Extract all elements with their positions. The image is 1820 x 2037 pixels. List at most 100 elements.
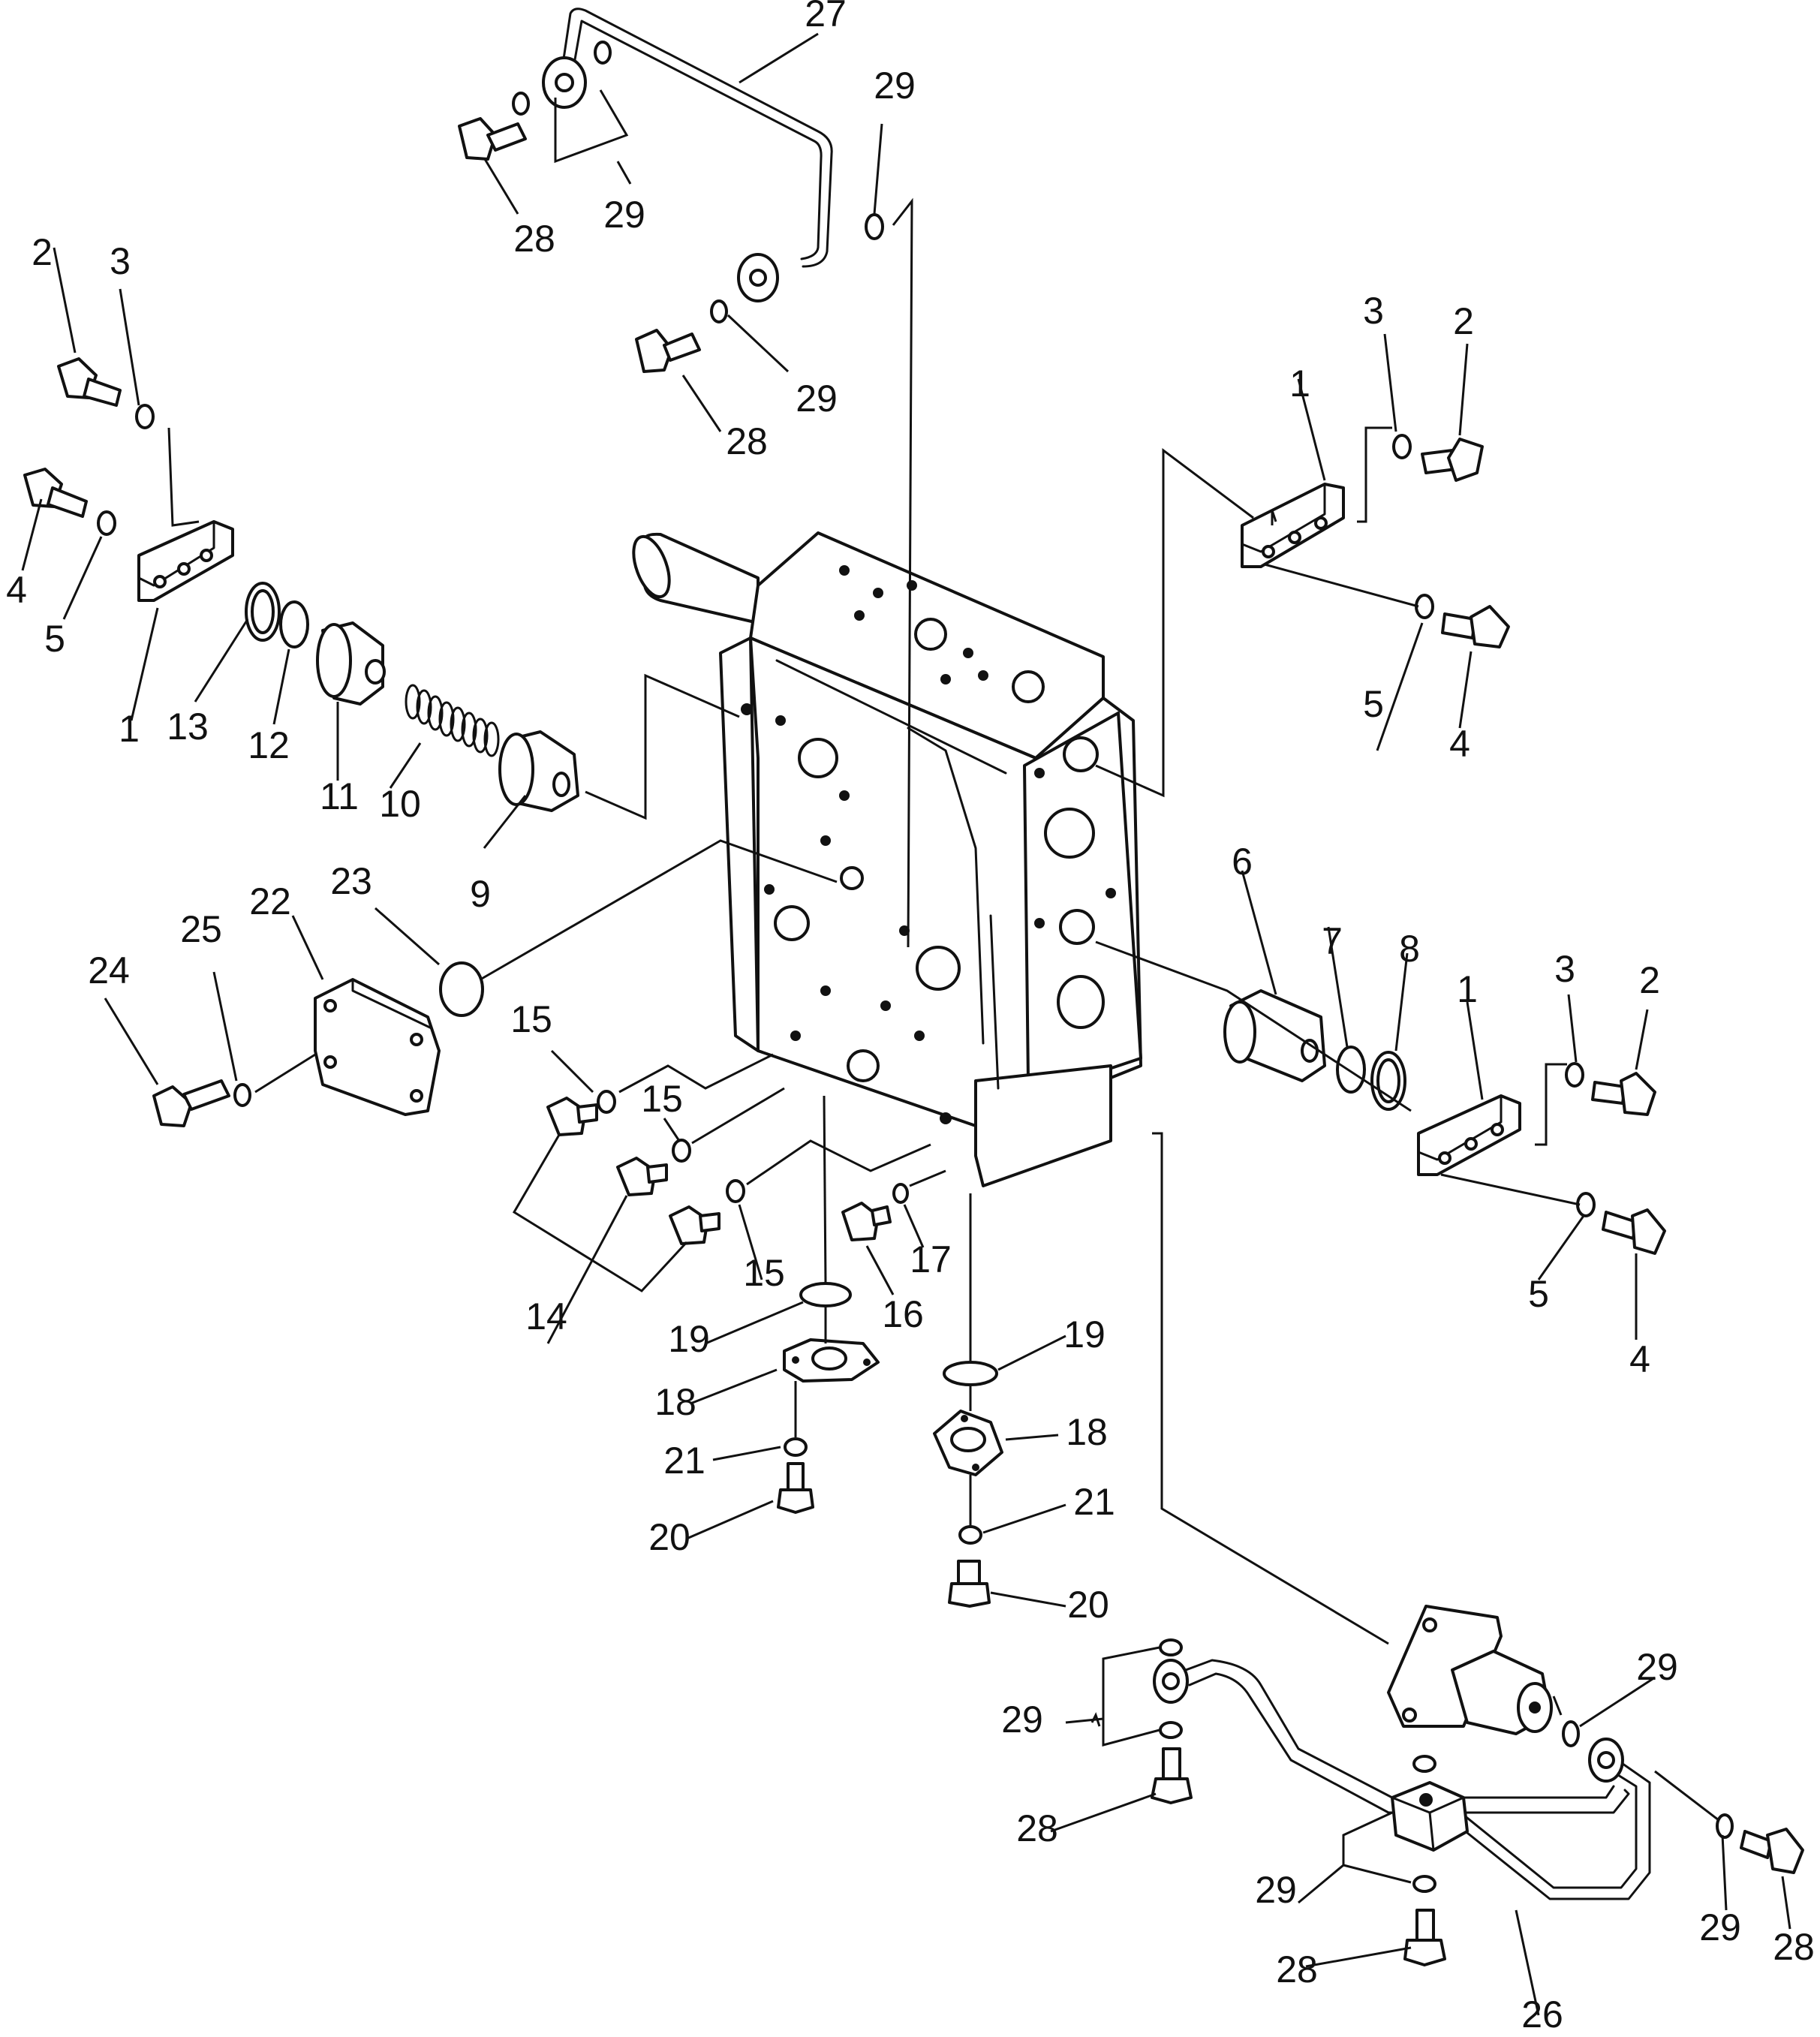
bolt-4-right-upper: [1441, 605, 1510, 648]
callout-18: 18: [654, 1381, 696, 1423]
bolt-28-top: [458, 117, 527, 161]
callout-2: 2: [32, 231, 53, 273]
callout-29: 29: [1001, 1699, 1043, 1741]
callout-19: 19: [668, 1318, 710, 1360]
cover-plate-1-right-upper: [1241, 483, 1345, 568]
callout-26: 26: [1521, 1993, 1563, 2035]
callout-20: 20: [1067, 1584, 1109, 1626]
washer-29-block-bottom: [1412, 1875, 1436, 1893]
callout-28: 28: [513, 218, 555, 260]
bolt-28-right-end: [1740, 1828, 1804, 1874]
washer-25: [233, 1083, 251, 1107]
callout-28: 28: [1773, 1926, 1815, 1968]
washer-29-right-end: [1716, 1813, 1734, 1839]
washer-21b: [958, 1525, 982, 1545]
callout-2: 2: [1453, 300, 1474, 342]
bolt-24: [152, 1079, 230, 1127]
callout-22: 22: [249, 880, 291, 922]
callout-12: 12: [248, 724, 290, 766]
callout-20: 20: [648, 1516, 690, 1558]
callout-18: 18: [1066, 1411, 1108, 1453]
plug-16: [841, 1202, 892, 1241]
bolt-28-left: [1151, 1747, 1193, 1804]
oring-15a: [597, 1090, 616, 1114]
callout-17: 17: [910, 1238, 952, 1280]
oring-19a: [799, 1282, 852, 1307]
callout-1: 1: [119, 708, 140, 750]
callout-29: 29: [1699, 1906, 1741, 1948]
callout-25: 25: [180, 908, 222, 950]
washer-5-right-lower: [1576, 1192, 1596, 1217]
callout-23: 23: [330, 860, 372, 902]
oring-17: [892, 1183, 909, 1204]
callout-27: 27: [805, 0, 847, 35]
washer-29-block-top: [1412, 1755, 1436, 1773]
bolt-2-right-lower: [1591, 1072, 1656, 1116]
ring-13: [245, 582, 281, 642]
callout-29: 29: [603, 194, 645, 236]
washer-29-solenoid: [1562, 1720, 1580, 1747]
washer-29-left-top: [1159, 1638, 1183, 1656]
bolt-2-left: [57, 357, 122, 407]
callout-21: 21: [1073, 1481, 1115, 1523]
valve-body: [632, 531, 1142, 1187]
callout-24: 24: [88, 949, 130, 991]
bolt-20a: [777, 1462, 814, 1514]
plug-14a: [546, 1097, 598, 1136]
callout-2: 2: [1639, 959, 1660, 1001]
ring-8: [1370, 1051, 1406, 1111]
flange-18a: [783, 1338, 880, 1383]
callout-8: 8: [1399, 928, 1420, 970]
junction-block: [1391, 1781, 1469, 1852]
oring-12: [279, 600, 309, 648]
callout-15: 15: [743, 1252, 785, 1294]
bolt-4-left: [23, 468, 88, 518]
cover-22: [314, 978, 441, 1116]
callout-21: 21: [663, 1440, 705, 1482]
pipe-27: [542, 8, 833, 302]
oring-15c: [726, 1179, 745, 1203]
washer-3-left: [135, 404, 155, 429]
callout-4: 4: [6, 569, 27, 611]
bolt-28-block: [1403, 1909, 1446, 1966]
callout-3: 3: [1554, 948, 1575, 990]
callout-4: 4: [1629, 1338, 1650, 1380]
cover-plate-1-left: [137, 520, 234, 602]
spool-9: [498, 730, 579, 812]
callout-9: 9: [470, 873, 491, 915]
piston-6: [1223, 989, 1326, 1082]
callout-3: 3: [110, 240, 131, 282]
callout-5: 5: [44, 618, 65, 660]
callout-15: 15: [510, 998, 552, 1040]
callout-5: 5: [1363, 683, 1384, 725]
bolt-4-right-lower: [1602, 1208, 1666, 1255]
plug-14b: [616, 1157, 668, 1196]
solenoid-valve: [1387, 1605, 1553, 1735]
washer-29-left-bottom: [1159, 1721, 1183, 1739]
oring-23: [439, 961, 484, 1017]
callout-13: 13: [167, 706, 209, 748]
washer-29-top: [512, 92, 530, 116]
oring-19b: [943, 1361, 998, 1386]
callout-4: 4: [1449, 723, 1470, 765]
oring-7: [1336, 1046, 1366, 1094]
washer-3-right-lower: [1565, 1062, 1584, 1088]
callout-1: 1: [1289, 363, 1310, 405]
callout-7: 7: [1322, 920, 1343, 962]
callout-11: 11: [320, 775, 359, 817]
callout-29: 29: [1636, 1646, 1678, 1688]
washer-21a: [784, 1437, 808, 1457]
flange-18b: [933, 1410, 1003, 1476]
callout-28: 28: [726, 420, 768, 462]
callout-16: 16: [882, 1293, 924, 1335]
plug-14c: [669, 1205, 720, 1245]
oring-15b: [672, 1139, 691, 1163]
bolt-2-right-upper: [1421, 438, 1484, 482]
washer-29-mid: [710, 299, 728, 323]
callout-28: 28: [1016, 1807, 1058, 1849]
bolt-28-mid: [635, 329, 701, 373]
callout-29: 29: [796, 378, 838, 420]
callout-10: 10: [379, 783, 421, 825]
callout-5: 5: [1528, 1273, 1549, 1315]
bolt-20b: [948, 1560, 991, 1608]
